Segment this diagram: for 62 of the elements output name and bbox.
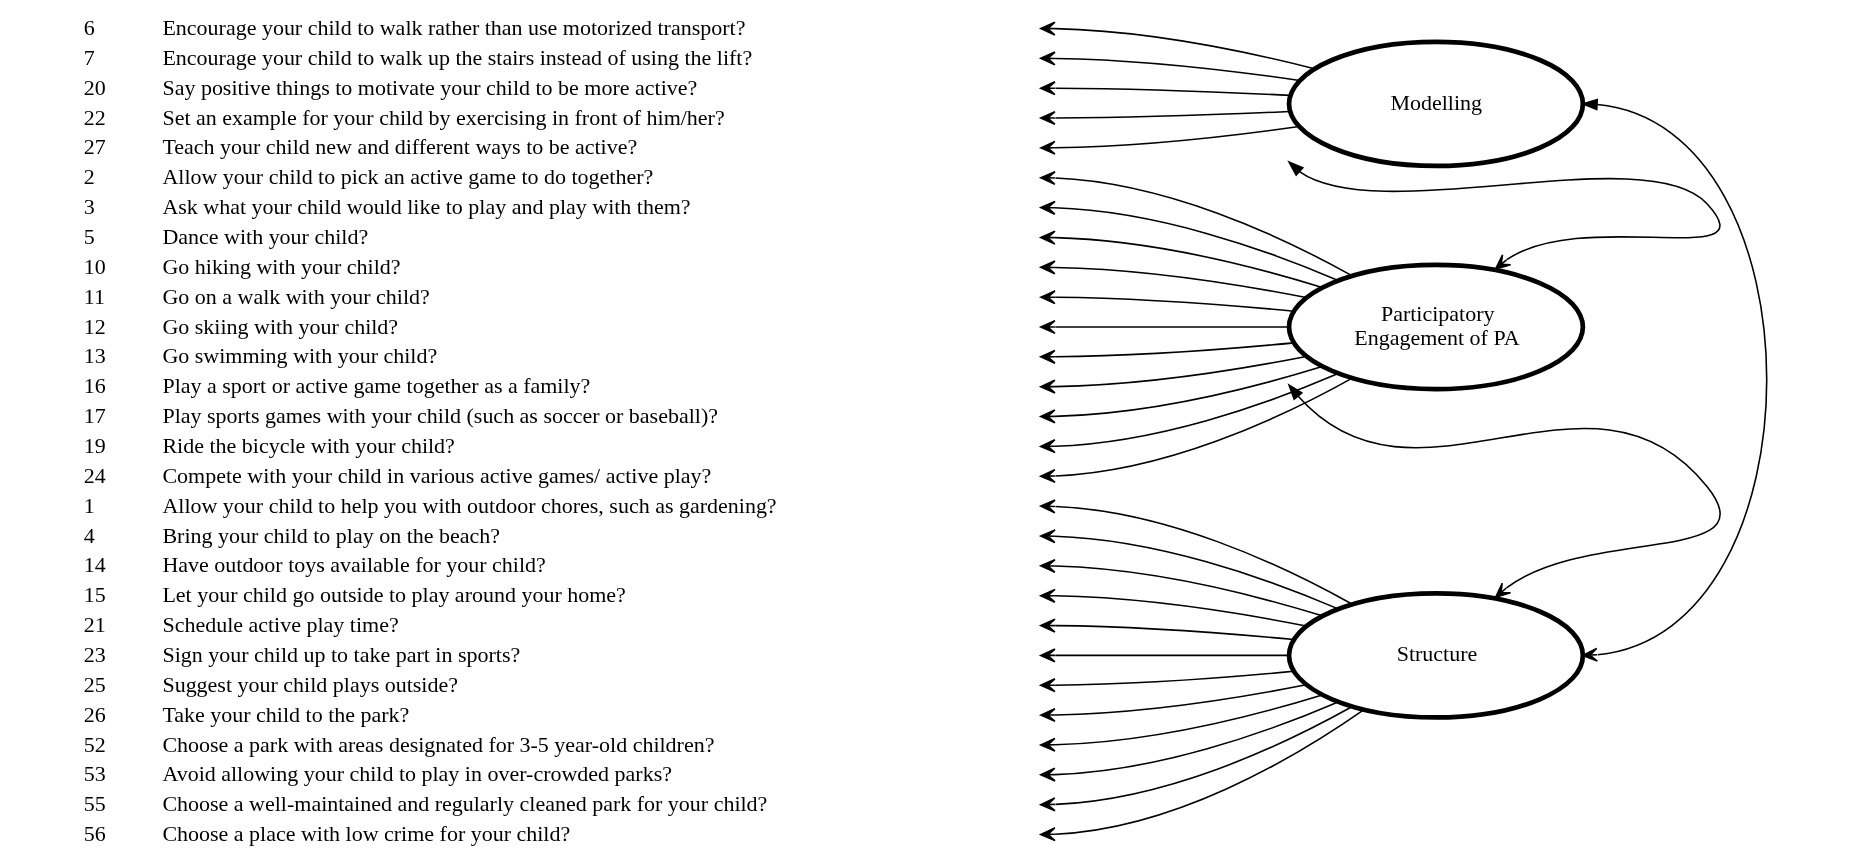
node-text: 23 Sign your child up to take part in sports? [83, 642, 521, 668]
arrow [1040, 125, 1300, 155]
arrow [1040, 170, 1353, 277]
arrow [1040, 342, 1295, 364]
arrow [1580, 98, 1768, 662]
arrow [1040, 618, 1295, 641]
arrow [1040, 319, 1290, 335]
node-text: 19 Ride the bicycle with your child? [83, 433, 455, 459]
arrow [1040, 81, 1291, 97]
arrow [1040, 230, 1324, 289]
node-text: 22 Set an example for your child by exercising in front of him/her? [83, 104, 725, 130]
node-text: 5 Dance with your child? [83, 224, 369, 250]
node-ellipse: Participatory Engagement of PA [1286, 262, 1586, 392]
arrow [1287, 383, 1721, 599]
arrow [1040, 377, 1353, 484]
node-text: 10 Go hiking with your child? [83, 253, 401, 279]
node-text: 1 Allow your child to help you with outdoor chores, such as gardening? [83, 492, 777, 518]
arrow [1040, 708, 1365, 842]
node-text: 27 Teach your child new and different ways to be active? [83, 134, 638, 160]
node-text: 26 Take your child to the park? [83, 701, 410, 727]
node-text: 4 Bring your child to play on the beach? [83, 522, 501, 548]
arrow [1040, 110, 1291, 126]
node-text: 2 Allow your child to pick an active game to do together? [83, 164, 654, 190]
node-text: 15 Let your child go outside to play around your home? [83, 582, 626, 608]
node-text: 55 Choose a well-maintained and regularly cleaned park for your child? [83, 791, 768, 817]
arrow [1040, 529, 1339, 610]
arrow [1040, 706, 1353, 812]
node-text: 7 Encourage your child to walk up the stairs instead of using the lift? [83, 44, 753, 70]
node-text: 24 Compete with your child in various active games/ active play? [83, 462, 712, 488]
arrow [1040, 670, 1295, 693]
arrow [1040, 372, 1339, 454]
arrow [1040, 558, 1324, 617]
arrow [1040, 21, 1316, 70]
node-text: 6 Encourage your child to walk rather than use motorized transport? [83, 15, 746, 41]
arrow [1040, 365, 1324, 424]
node-text: 25 Suggest your child plays outside? [83, 671, 458, 697]
node-text: 13 Go swimming with your child? [83, 343, 438, 369]
arrow [1040, 701, 1339, 782]
node-ellipse: Modelling [1286, 39, 1586, 169]
arrow [1040, 200, 1339, 282]
node-text: 52 Choose a park with areas designated for 3-5 year-old children? [83, 731, 715, 757]
node-text: 53 Avoid allowing your child to play in over-crowded parks? [83, 761, 672, 787]
arrow [1040, 260, 1307, 299]
arrow [1040, 355, 1307, 394]
arrow [1040, 290, 1295, 312]
arrow [1040, 499, 1353, 605]
node-text: 14 Have outdoor toys available for your child? [83, 552, 546, 578]
node-ellipse: Structure [1286, 591, 1586, 720]
arrow [1040, 51, 1301, 82]
arrow [1287, 160, 1721, 270]
arrow [1040, 648, 1290, 663]
node-text: 3 Ask what your child would like to play and play with them? [83, 194, 691, 220]
node-text: 17 Play sports games with your child (such as soccer or baseball)? [83, 403, 718, 429]
node-text: 11 Go on a walk with your child? [83, 283, 430, 309]
node-text: 21 Schedule active play time? [83, 612, 399, 638]
arrow [1040, 694, 1324, 752]
node-text: 20 Say positive things to motivate your child to be more active? [83, 74, 698, 100]
arrow [1040, 588, 1307, 627]
arrow [1040, 684, 1307, 723]
node-text: 12 Go skiing with your child? [83, 313, 399, 339]
node-text: 16 Play a sport or active game together as a family? [83, 373, 591, 399]
node-text: 56 Choose a place with low crime for your child? [83, 821, 571, 847]
